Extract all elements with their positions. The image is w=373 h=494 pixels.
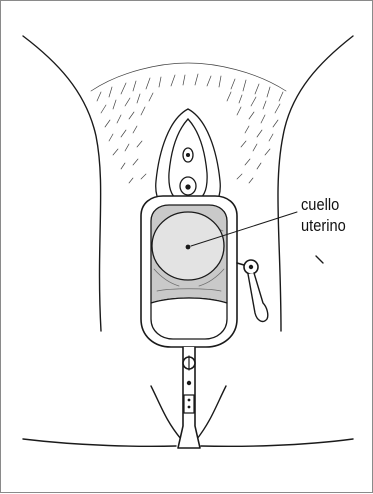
cervix-label-line1: cuello xyxy=(301,194,346,215)
hair-strokes xyxy=(91,63,286,183)
cervical-os xyxy=(186,245,191,250)
cervix-label: cuello uterino xyxy=(301,194,346,236)
speculum xyxy=(141,196,268,448)
cervix-label-line2: uterino xyxy=(301,215,346,236)
